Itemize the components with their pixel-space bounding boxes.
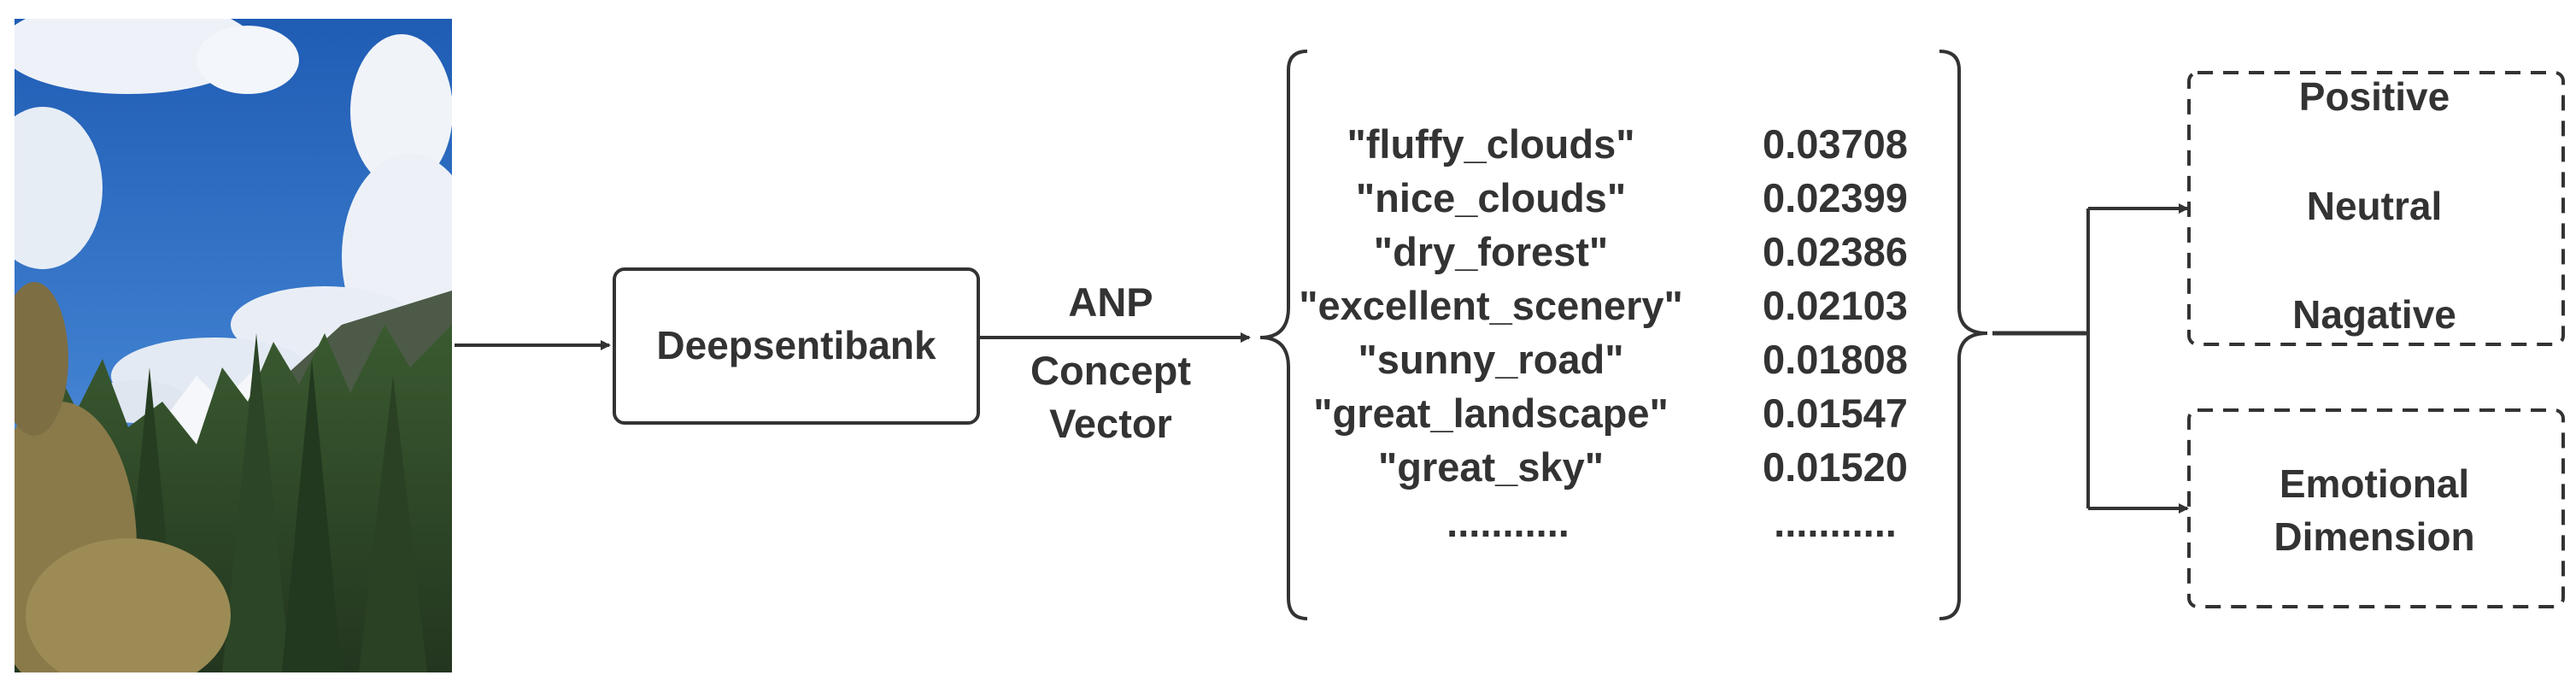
- deepsentibank-box: [613, 267, 980, 425]
- anp-term: "great_sky": [1377, 444, 1605, 490]
- emotion-box: [2187, 408, 2565, 608]
- anp-score: 0.01520: [1763, 444, 1908, 490]
- sentiment-positive: Positive: [2298, 74, 2450, 119]
- sentiment-negative: Nagative: [2292, 292, 2456, 337]
- left-brace: [1259, 50, 1308, 620]
- anp-ellipsis: ...........: [1774, 500, 1897, 545]
- anp-score: 0.02103: [1763, 283, 1908, 328]
- anp-term: "dry_forest": [1373, 229, 1609, 274]
- emotion-line2: Dimension: [2274, 514, 2475, 559]
- emotion-line1: Emotional: [2279, 461, 2470, 506]
- sentiment-box: [2187, 71, 2565, 346]
- anp-score: 0.01547: [1763, 390, 1908, 436]
- input-photo: [15, 19, 452, 672]
- anp-score: 0.02399: [1763, 175, 1908, 220]
- anp-score: 0.02386: [1763, 229, 1908, 274]
- deepsentibank-label: Deepsentibank: [656, 323, 936, 368]
- anp-term: "nice_clouds": [1355, 175, 1627, 220]
- edge-label-vector: Vector: [1049, 401, 1172, 446]
- anp-score: 0.01808: [1763, 337, 1908, 382]
- anp-term: "great_landscape": [1313, 390, 1669, 436]
- right-brace: [1939, 50, 1988, 620]
- anp-term: "fluffy_clouds": [1347, 121, 1635, 167]
- anp-ellipsis: ...........: [1446, 500, 1570, 545]
- anp-term: "sunny_road": [1358, 337, 1624, 382]
- anp-score: 0.03708: [1763, 121, 1908, 167]
- sentiment-neutral: Neutral: [2306, 184, 2443, 228]
- anp-term: "excellent_scenery": [1299, 283, 1683, 328]
- edge-label-concept: Concept: [1030, 348, 1191, 393]
- edge-label-anp: ANP: [1068, 279, 1153, 325]
